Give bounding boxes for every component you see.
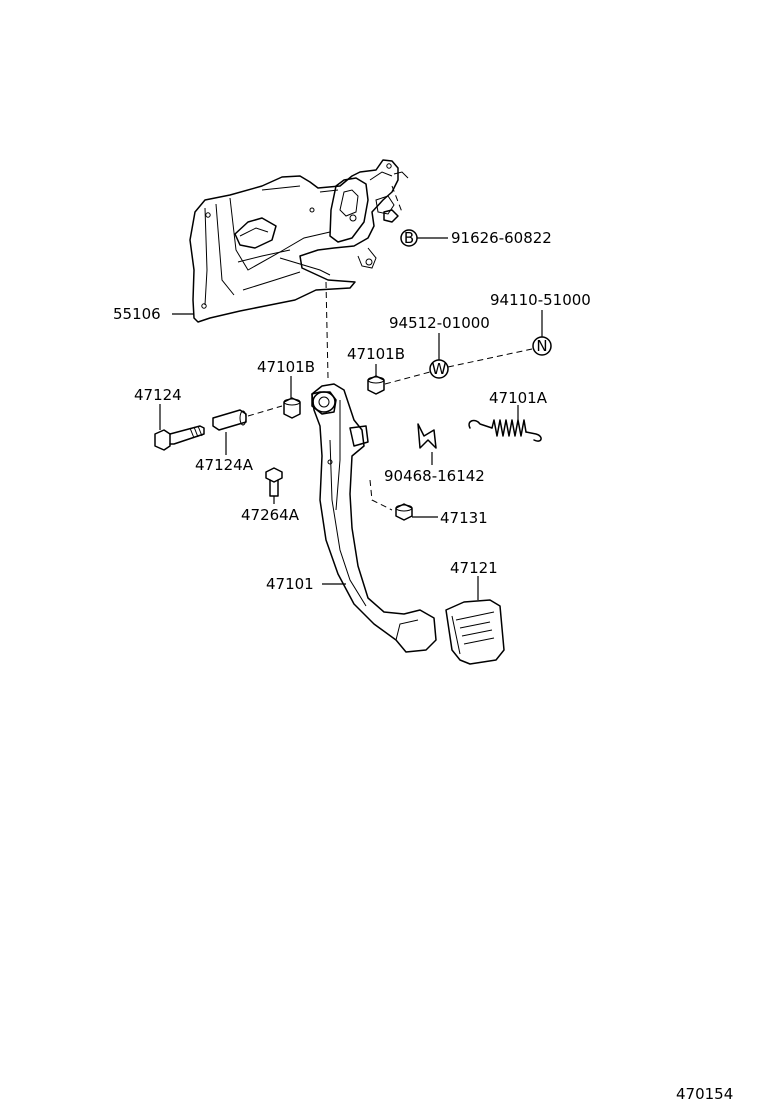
bolt-marker-letter: B (404, 229, 414, 247)
clip (417, 423, 437, 465)
label-washer: 94512-01000 (389, 314, 490, 332)
pedal-bracket (189, 159, 409, 323)
label-stopper-bolt: 47264A (241, 506, 300, 524)
label-bracket: 55106 (113, 305, 161, 323)
label-bushing-left: 47101B (257, 358, 315, 376)
pedal-arm (311, 383, 437, 653)
label-bracket-bolt: 91626-60822 (451, 229, 552, 247)
bracket-bolt-marker: B (383, 185, 448, 247)
label-nut: 94110-51000 (490, 291, 591, 309)
label-clip: 90468-16142 (384, 467, 485, 485)
label-bolt: 47124 (134, 386, 182, 404)
nut-marker-letter: N (536, 337, 547, 355)
bolt (154, 404, 205, 451)
label-bushing-right: 47101B (347, 345, 405, 363)
bushing-left (283, 376, 301, 419)
label-pedal-pad: 47121 (450, 559, 498, 577)
bushing-right (367, 364, 385, 395)
label-spring: 47101A (489, 389, 548, 407)
pedal-pad (445, 576, 505, 665)
label-pedal-arm: 47101 (266, 575, 314, 593)
washer-marker-letter: W (432, 360, 447, 378)
label-collar: 47124A (195, 456, 254, 474)
figure-number: 470154 (676, 1085, 733, 1103)
stopper-bolt (265, 467, 283, 504)
collar (212, 405, 283, 455)
washer-marker: W (429, 333, 449, 379)
return-spring (468, 405, 542, 442)
cushion (369, 479, 438, 521)
label-cushion: 47131 (440, 509, 488, 527)
nut-marker: N (532, 310, 552, 356)
